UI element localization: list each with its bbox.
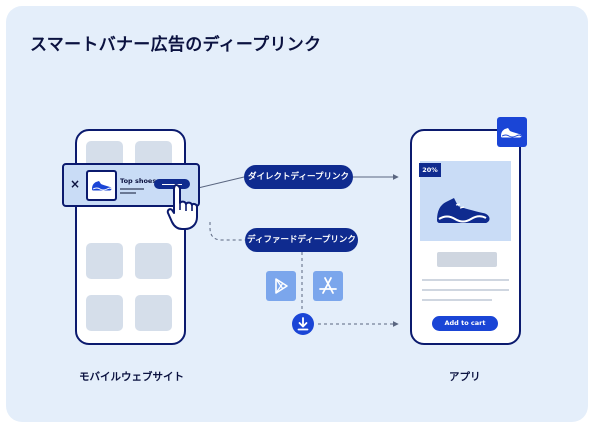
description-line — [422, 279, 509, 281]
description-line — [422, 289, 509, 291]
google-play-icon — [275, 278, 288, 294]
download-icon[interactable] — [291, 312, 315, 336]
shoe-icon — [501, 128, 522, 138]
product-title-placeholder — [437, 252, 497, 267]
diagram-title: スマートバナー広告のディープリンク — [30, 35, 322, 55]
add-to-cart-button[interactable]: Add to cart — [432, 316, 498, 331]
direct-deep-link-pill: ダイレクトディープリンク — [244, 165, 353, 189]
site-tile — [86, 243, 123, 279]
google-play-store-tile[interactable] — [266, 271, 296, 301]
close-icon[interactable]: × — [70, 177, 81, 191]
app-icon — [497, 117, 527, 147]
pointing-hand-icon — [166, 184, 198, 230]
description-line — [422, 299, 492, 301]
app-store-tile[interactable] — [313, 271, 343, 301]
app-label: アプリ — [449, 371, 481, 383]
site-tile — [135, 243, 172, 279]
shoe-icon — [437, 198, 490, 223]
site-tile — [86, 295, 123, 331]
banner-product-name: Top shoes — [120, 177, 157, 185]
discount-badge: 20% — [419, 163, 441, 177]
banner-open-button[interactable] — [154, 179, 190, 189]
mobile-website-label: モバイルウェブサイト — [79, 371, 184, 383]
app-phone — [410, 129, 521, 345]
site-tile — [135, 295, 172, 331]
app-store-icon — [319, 277, 337, 294]
deferred-deep-link-pill: ディファードディープリンク — [245, 228, 358, 252]
banner-subtitle-bar — [120, 188, 144, 190]
mobile-website-phone — [75, 129, 186, 345]
shoe-icon — [92, 181, 112, 191]
banner-shoe-thumbnail — [86, 170, 117, 201]
banner-subtitle-bar — [120, 192, 136, 194]
